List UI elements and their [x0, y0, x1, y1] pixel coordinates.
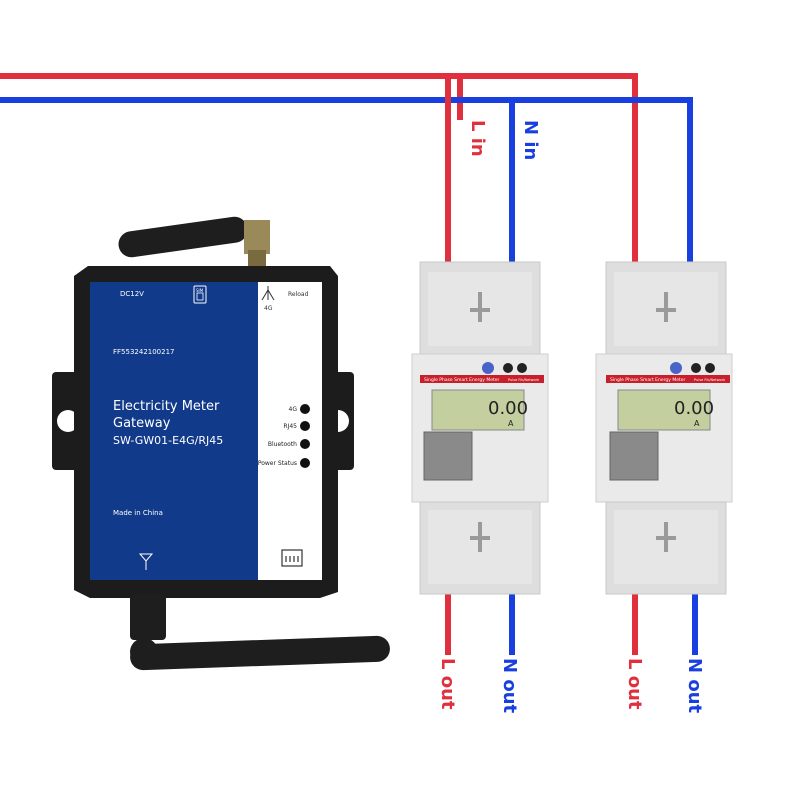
signal-tower-icon — [261, 286, 275, 301]
meter-1-button-blue — [482, 362, 494, 374]
indicator-led-bluetooth — [300, 439, 310, 449]
indicator-label-4g: 4G — [289, 406, 298, 413]
indicator-label-bluetooth: Bluetooth — [268, 441, 297, 448]
meter-1-led-1 — [503, 363, 513, 373]
meter-1-window — [423, 431, 473, 481]
antenna-4g-label: 4G — [264, 305, 273, 312]
gateway-title-line1: Electricity Meter — [113, 399, 220, 414]
power-spec-label: DC12V — [120, 290, 144, 298]
l-out-label-meter-1: L out — [437, 658, 458, 710]
bottom-antenna-icon — [130, 594, 390, 671]
n-in-label: N in — [520, 120, 541, 160]
n-out-label-meter-1: N out — [499, 658, 520, 714]
ethernet-port-icon — [281, 549, 303, 567]
meter-1-led-2 — [517, 363, 527, 373]
neutral-bus-wire — [0, 97, 693, 266]
meter-2-pulse-label: Pulse Flk/Network — [694, 378, 726, 382]
energy-meter-2: Single Phase Smart Energy Meter Pulse Fl… — [595, 261, 733, 595]
indicator-label-power: Power Status — [258, 460, 297, 467]
meter-2-top-slot-icon — [656, 292, 676, 322]
l-in-label: L in — [467, 120, 488, 157]
gateway-status-panel — [258, 282, 322, 580]
meter-2-led-1 — [691, 363, 701, 373]
meter-1-lcd — [431, 389, 525, 431]
made-in-label: Made in China — [113, 509, 163, 517]
meter-2-lcd — [617, 389, 711, 431]
sim-icon — [193, 285, 207, 304]
meter-2-unit: A — [694, 419, 700, 428]
output-wires — [445, 590, 698, 655]
meter-1-brand-text: Single Phase Smart Energy Meter — [424, 377, 500, 383]
reload-label: Reload — [288, 291, 309, 298]
meter-2-brand-text: Single Phase Smart Energy Meter — [610, 377, 686, 383]
meter-2-brand-strip — [606, 375, 730, 383]
gateway-device: DC12V SIM FF553242100217 Electricity Met… — [52, 216, 390, 671]
gateway-front-panel — [90, 282, 258, 580]
meter-1-pulse-label: Pulse Flk/Network — [508, 378, 540, 382]
gateway-model: SW-GW01-E4G/RJ45 — [113, 434, 223, 447]
meter-2-window — [609, 431, 659, 481]
indicator-led-4g — [300, 404, 310, 414]
input-wires — [0, 73, 693, 266]
meter-1-top-slot-icon — [470, 292, 490, 322]
n-out-label-meter-2: N out — [684, 658, 705, 714]
top-antenna-icon — [118, 216, 270, 266]
meter-1-unit: A — [508, 419, 514, 428]
l-out-label-meter-2: L out — [624, 658, 645, 710]
meter-2-led-2 — [705, 363, 715, 373]
live-bus-wire — [0, 73, 638, 266]
meter-2-reading: 0.00 — [674, 398, 714, 419]
sim-label: SIM — [196, 288, 204, 293]
meter-2-button-blue — [670, 362, 682, 374]
meter-1-brand-strip — [420, 375, 544, 383]
energy-meter-1: Single Phase Smart Energy Meter Pulse Fl… — [411, 261, 549, 595]
indicator-label-rj45: RJ45 — [283, 423, 297, 430]
indicator-led-power — [300, 458, 310, 468]
meter-1-bottom-slot-icon — [470, 522, 490, 552]
serial-number: FF553242100217 — [113, 348, 175, 356]
indicator-list: 4G RJ45 Bluetooth Power Status — [258, 404, 310, 468]
meter-1-reading: 0.00 — [488, 398, 528, 419]
wire-labels: L in N in L out N out L out N out — [437, 120, 705, 714]
indicator-led-rj45 — [300, 421, 310, 431]
mount-hole-left — [57, 410, 79, 432]
antenna-port-icon — [138, 553, 154, 570]
gateway-title-line2: Gateway — [113, 416, 171, 431]
meter-2-bottom-slot-icon — [656, 522, 676, 552]
